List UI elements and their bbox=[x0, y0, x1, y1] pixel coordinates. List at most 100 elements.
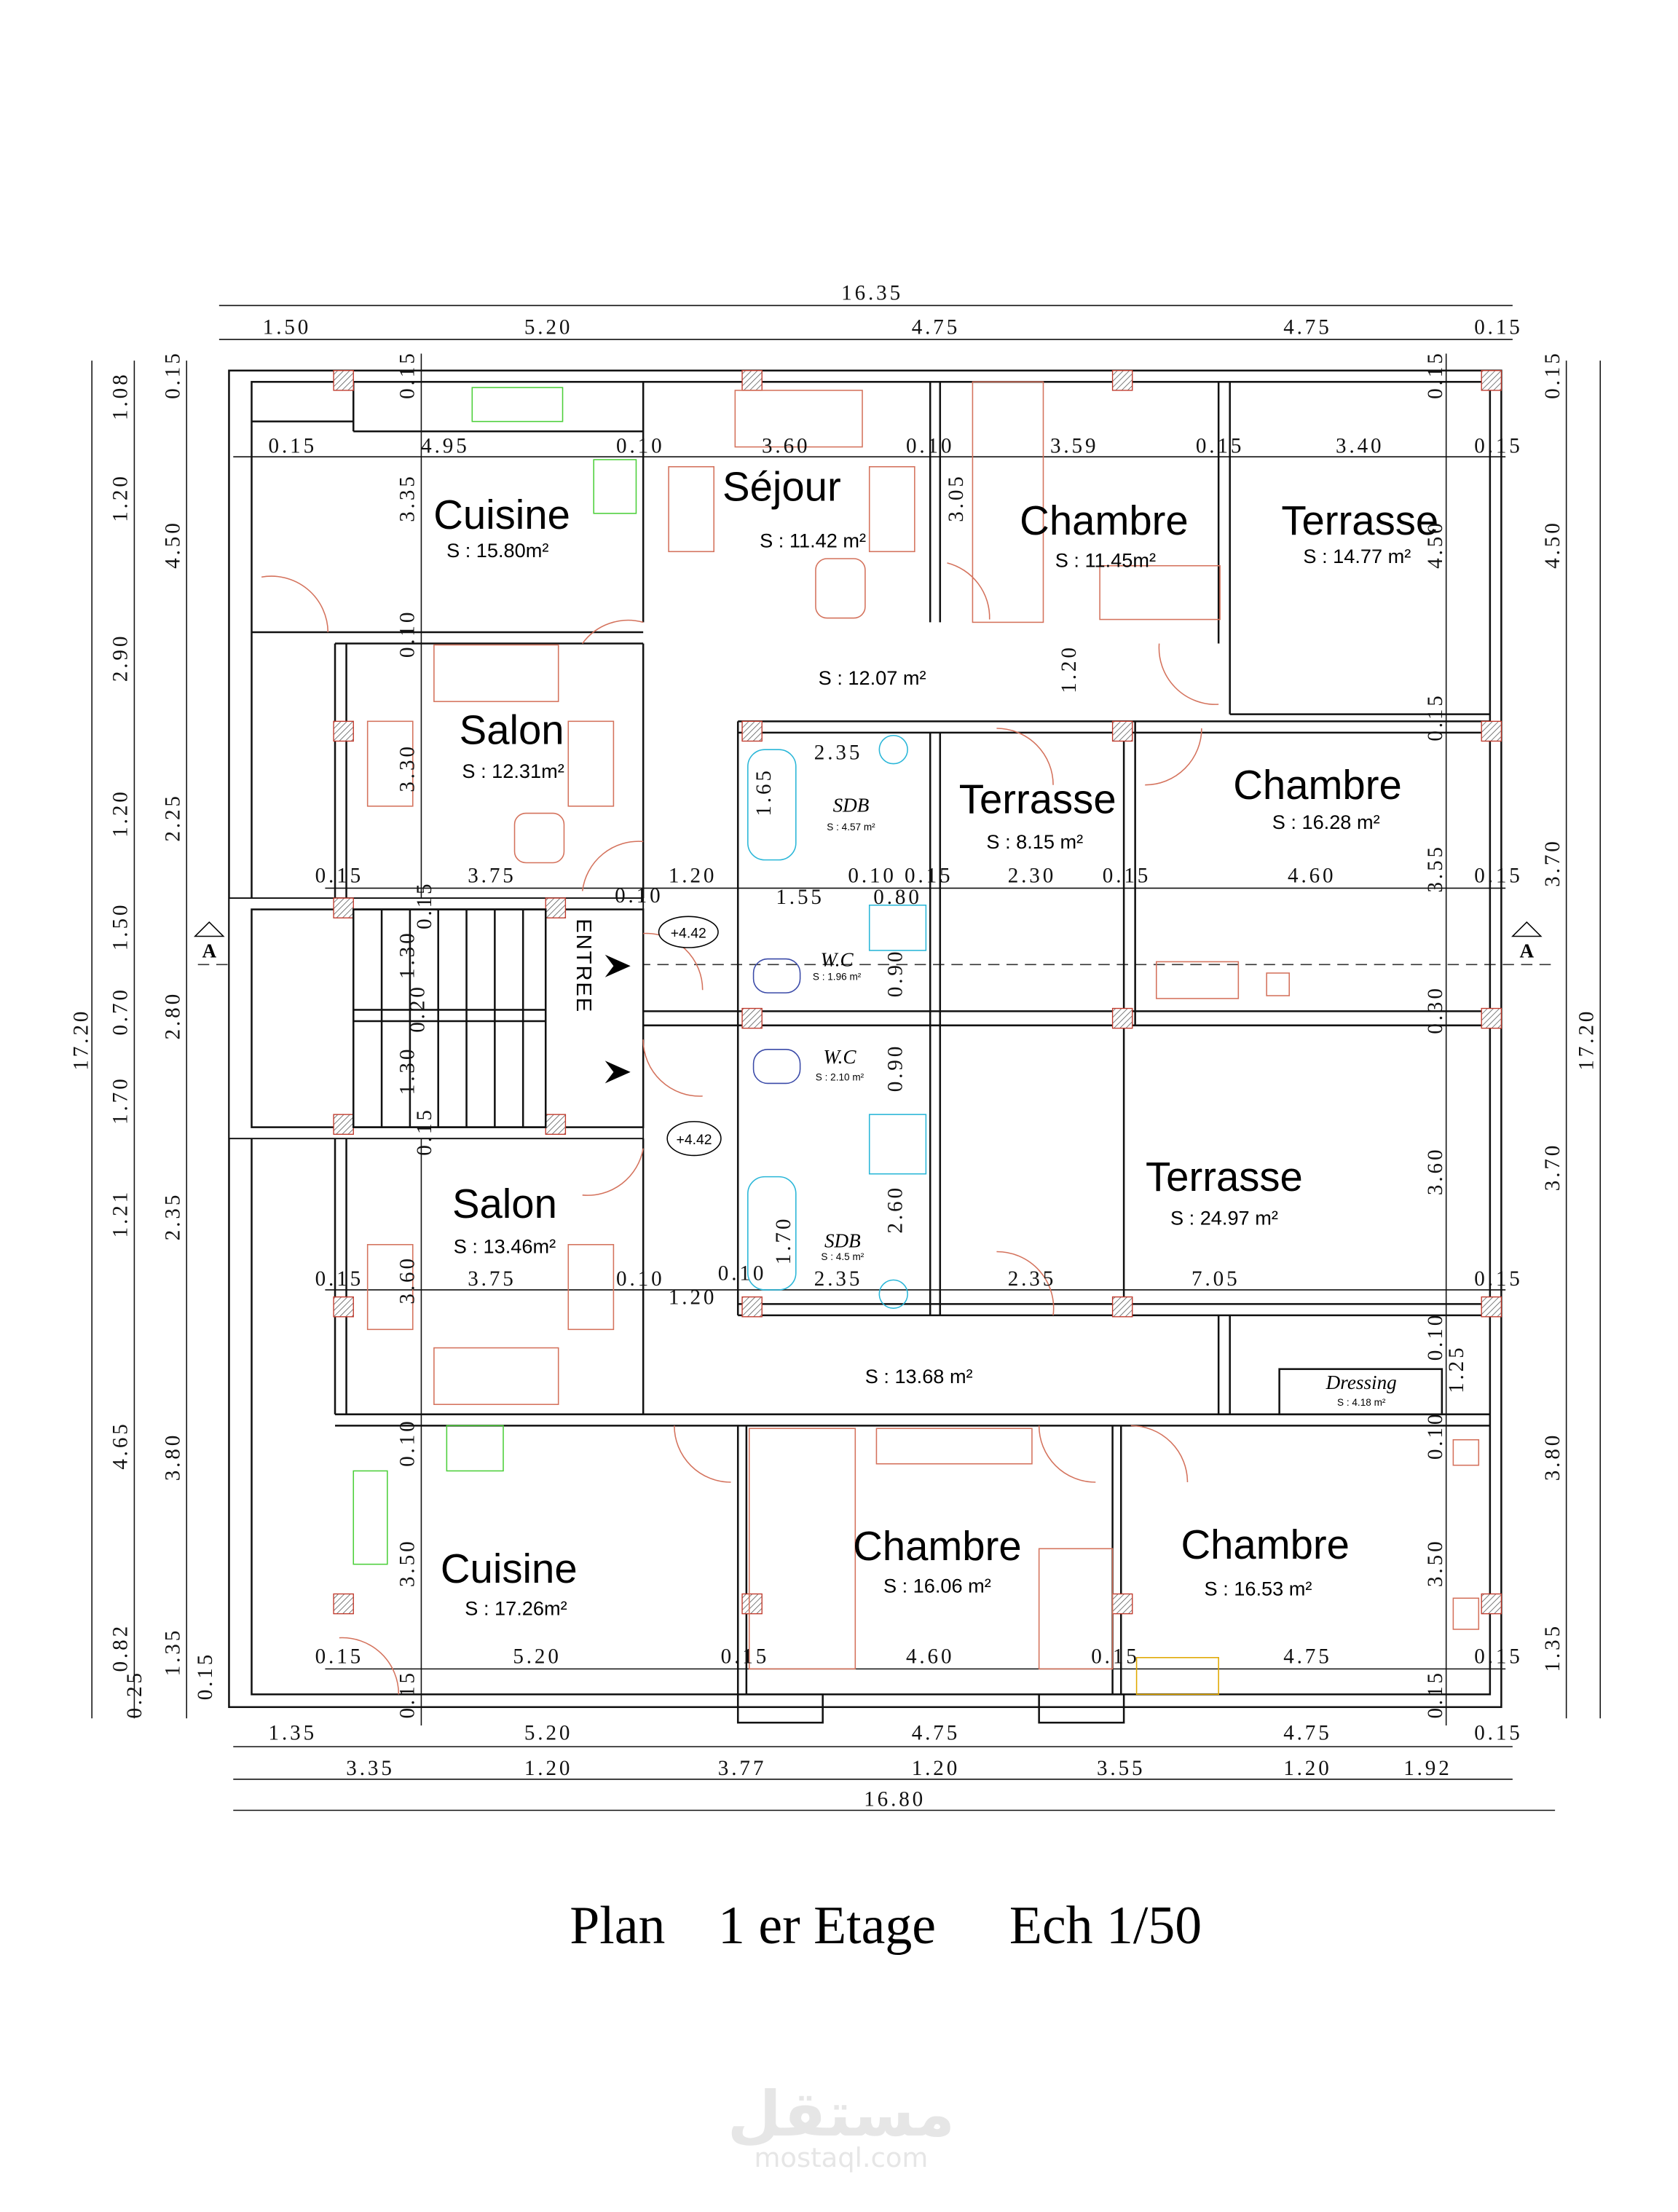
dimension-label: 0.15 bbox=[1474, 1721, 1522, 1744]
dimension-label: 0.10 bbox=[396, 1418, 420, 1466]
watermark-arabic: مستقل bbox=[728, 2079, 955, 2151]
dimension-label: 0.20 bbox=[406, 984, 429, 1032]
dimension-label: 4.50 bbox=[1424, 520, 1447, 568]
room-name: Dressing bbox=[1326, 1371, 1397, 1393]
dimension-label: 1.20 bbox=[524, 1757, 572, 1780]
dimension-label: 2.30 bbox=[1008, 865, 1056, 888]
dimension-label: 0.15 bbox=[413, 1107, 436, 1155]
dimension-label: 0.70 bbox=[109, 987, 133, 1035]
dimension-label: 0.10 bbox=[1424, 1312, 1447, 1361]
dimension-label: 0.10 bbox=[616, 434, 664, 457]
dimension-label: 4.75 bbox=[1283, 1721, 1331, 1744]
dimension-label: 3.60 bbox=[1424, 1147, 1447, 1195]
dimension-label: 2.35 bbox=[1008, 1267, 1056, 1291]
dimension-label: 16.35 bbox=[841, 282, 903, 305]
dimension-label: 4.75 bbox=[912, 315, 960, 339]
dimension-label: 3.60 bbox=[396, 1256, 420, 1304]
dimension-label: 3.05 bbox=[945, 473, 968, 521]
dimension-label: 3.55 bbox=[1097, 1757, 1145, 1780]
room-name: W.C bbox=[823, 1046, 856, 1068]
dimension-label: 0.15 bbox=[1474, 865, 1522, 888]
room-area: S : 11.45m² bbox=[1055, 549, 1156, 572]
dimension-label: 1.08 bbox=[109, 371, 133, 420]
dimension-label: 0.15 bbox=[1091, 1645, 1139, 1669]
room-name: Terrasse bbox=[1146, 1154, 1303, 1200]
dimension-label: 0.15 bbox=[1424, 1670, 1447, 1718]
dimension-label: 2.90 bbox=[109, 634, 133, 682]
dimension-label: 0.10 bbox=[615, 884, 663, 908]
circulation-area: S : 13.68 m² bbox=[865, 1365, 973, 1388]
room-name: Chambre bbox=[1020, 497, 1188, 543]
dimension-label: 0.15 bbox=[1474, 1267, 1522, 1291]
room-name: Cuisine bbox=[441, 1546, 578, 1591]
room-area: S : 14.77 m² bbox=[1303, 545, 1411, 567]
entrance-label: ENTREE bbox=[572, 918, 595, 1013]
dimension-label: 4.65 bbox=[109, 1421, 133, 1469]
room-area: S : 8.15 m² bbox=[986, 830, 1083, 853]
dimension-label: 0.15 bbox=[1103, 865, 1151, 888]
dimension-label: 1.50 bbox=[109, 902, 133, 950]
dimension-label: 1.20 bbox=[109, 473, 133, 521]
dimension-label: 1.35 bbox=[269, 1721, 317, 1744]
room-area: S : 16.53 m² bbox=[1205, 1577, 1312, 1599]
dimension-label: 1.70 bbox=[772, 1216, 795, 1264]
room-name: Cuisine bbox=[433, 492, 570, 538]
dimension-label: 3.50 bbox=[1424, 1538, 1447, 1586]
dimension-label: 1.35 bbox=[1541, 1623, 1564, 1672]
section-marker-left: A bbox=[193, 921, 225, 962]
dimension-label: 0.15 bbox=[1424, 350, 1447, 398]
dimension-label: 1.65 bbox=[752, 768, 776, 816]
room-area: S : 4.5 m² bbox=[821, 1251, 864, 1262]
dimension-label: 0.25 bbox=[123, 1670, 146, 1718]
room-name: Chambre bbox=[853, 1523, 1022, 1569]
staircase bbox=[352, 908, 631, 1128]
entry-arrow-icon bbox=[604, 1060, 631, 1084]
room-labels: Cuisine S : 15.80m² Séjour S : 11.42 m² … bbox=[433, 463, 1438, 1619]
room-area: S : 12.31m² bbox=[462, 760, 564, 782]
room-name: Chambre bbox=[1233, 762, 1402, 808]
room-name: Salon bbox=[460, 706, 564, 752]
dimension-label: 1.92 bbox=[1403, 1757, 1451, 1780]
dimension-label: 3.77 bbox=[718, 1757, 766, 1780]
dimension-label: 1.25 bbox=[1445, 1345, 1468, 1393]
dimension-label: 0.90 bbox=[883, 1044, 907, 1092]
furniture bbox=[261, 381, 1480, 1696]
room-name: Chambre bbox=[1181, 1522, 1349, 1567]
room-area: S : 2.10 m² bbox=[816, 1072, 864, 1083]
dimension-label: 0.10 bbox=[1424, 1412, 1447, 1460]
dimension-label: 4.75 bbox=[1283, 1645, 1331, 1669]
dimension-label: 2.80 bbox=[162, 991, 185, 1039]
section-marker-label: A bbox=[1519, 940, 1534, 962]
dimension-label: 1.30 bbox=[396, 1047, 420, 1095]
dimension-label: 3.80 bbox=[162, 1433, 185, 1481]
dimension-label: 1.30 bbox=[396, 930, 420, 978]
room-area: S : 4.57 m² bbox=[827, 822, 875, 833]
dimension-label: 1.20 bbox=[109, 789, 133, 837]
level-tag: +4.42 bbox=[666, 1121, 722, 1157]
room-name: W.C bbox=[821, 948, 854, 970]
title-scale: Ech 1/50 bbox=[1009, 1895, 1202, 1955]
dimension-label: 1.21 bbox=[109, 1189, 133, 1237]
dimension-label: 1.20 bbox=[1283, 1757, 1331, 1780]
circulation-area: S : 12.07 m² bbox=[819, 666, 926, 689]
dimension-label: 3.75 bbox=[468, 1267, 516, 1291]
dimension-label: 0.15 bbox=[1541, 350, 1564, 398]
dimension-label: 2.60 bbox=[883, 1185, 907, 1233]
dimension-label: 0.10 bbox=[718, 1262, 766, 1285]
room-area: S : 11.42 m² bbox=[760, 529, 866, 551]
room-name: Terrasse bbox=[959, 776, 1116, 822]
dimension-label: 5.20 bbox=[524, 1721, 572, 1744]
room-name: Séjour bbox=[722, 463, 841, 509]
title-floor: 1 er Etage bbox=[718, 1895, 936, 1955]
dimension-label: 0.15 bbox=[269, 434, 317, 457]
dimension-label: 0.15 bbox=[315, 1267, 363, 1291]
dimension-label: 5.20 bbox=[513, 1645, 561, 1669]
dimension-lines bbox=[91, 304, 1602, 1811]
dimension-label: 2.35 bbox=[162, 1192, 185, 1240]
dimension-label: 3.50 bbox=[396, 1538, 420, 1586]
dimension-label: 4.60 bbox=[906, 1645, 954, 1669]
dimension-label: 0.15 bbox=[396, 1670, 420, 1718]
dimension-label: 1.20 bbox=[669, 865, 717, 888]
dimension-label: 3.70 bbox=[1541, 1143, 1564, 1191]
